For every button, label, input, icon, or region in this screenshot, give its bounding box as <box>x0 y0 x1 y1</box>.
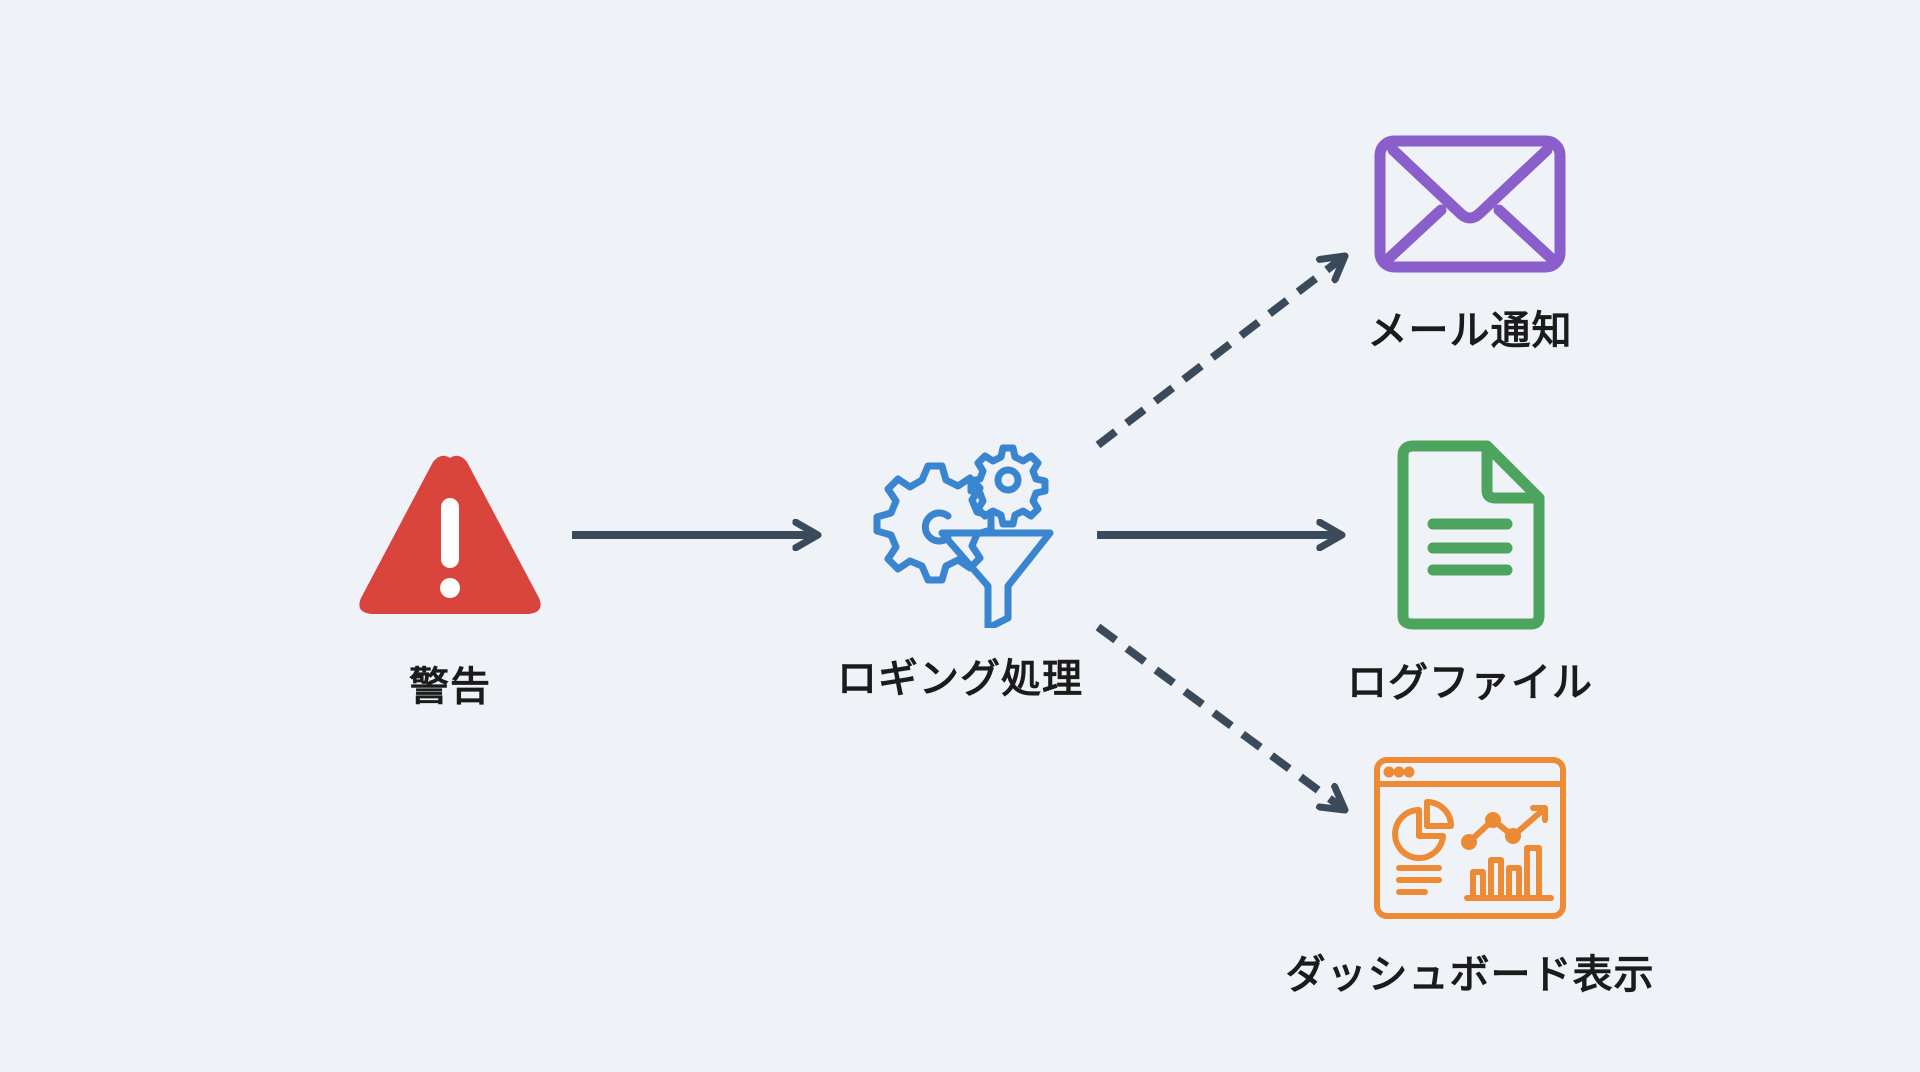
node-logging: ロギング処理 <box>820 438 1100 704</box>
node-label: ダッシュボード表示 <box>1285 952 1655 998</box>
node-label: ログファイル <box>1347 660 1593 706</box>
node-dashboard: ダッシュボード表示 <box>1250 756 1690 1000</box>
node-label: メール通知 <box>1367 308 1573 354</box>
node-logfile: ログファイル <box>1320 440 1620 708</box>
arrow-logging-to-email <box>1095 256 1345 449</box>
envelope-icon <box>1374 135 1566 273</box>
arrow-logging-to-dashboard <box>1095 623 1345 810</box>
gears-funnel-icon <box>873 444 1054 628</box>
warning-icon <box>359 455 541 614</box>
node-warning: 警告 <box>330 448 570 712</box>
node-label: 警告 <box>409 664 491 710</box>
node-email: メール通知 <box>1320 134 1620 356</box>
dashboard-icon <box>1374 757 1566 919</box>
node-label: ロギング処理 <box>837 656 1083 702</box>
document-icon <box>1397 440 1545 630</box>
